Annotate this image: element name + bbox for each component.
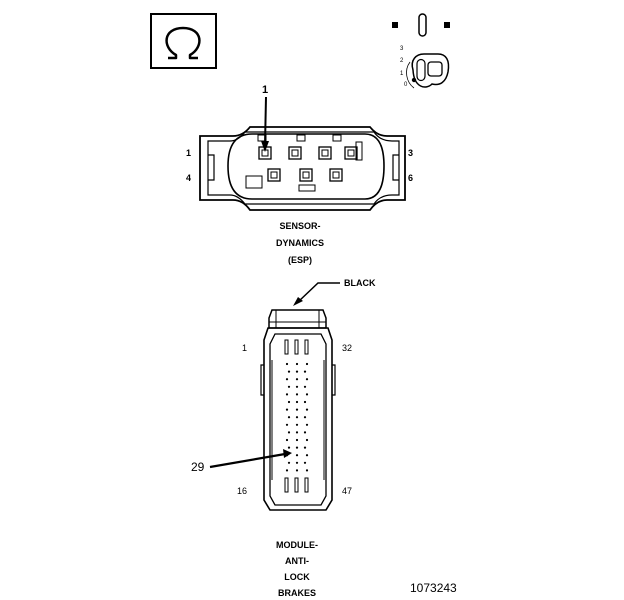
abs-pin-label-top-right: 32: [342, 343, 353, 353]
abs-terminal-dot: [285, 393, 289, 396]
abs-terminal-dot: [305, 408, 309, 411]
esp-terminal: [267, 168, 281, 182]
esp-caption-line: (ESP): [287, 255, 313, 265]
abs-terminal-dot: [295, 393, 299, 396]
abs-terminal-dot: [295, 423, 299, 426]
abs-terminal-dot: [303, 446, 307, 449]
esp-caption-line: SENSOR-: [279, 221, 321, 231]
esp-pin-callout-arrow: [264, 96, 267, 146]
abs-pin-label-bottom-right: 47: [342, 486, 353, 496]
abs-terminal-dot: [295, 416, 299, 419]
esp-terminal: [344, 146, 358, 160]
abs-terminal-dot: [285, 362, 289, 366]
abs-pin-label-top-left: 1: [242, 343, 248, 353]
abs-terminal-grid: [285, 362, 309, 472]
abs-terminal-dot: [287, 431, 291, 434]
esp-callout-pin-number: 1: [262, 84, 269, 96]
abs-terminal-dot: [285, 408, 289, 411]
figure-number: 1073243: [410, 581, 457, 595]
abs-terminal-dot: [303, 461, 307, 464]
abs-terminal-dot: [295, 370, 299, 373]
abs-terminal-dot: [303, 431, 307, 434]
esp-terminal: [318, 146, 332, 160]
ignition-switch-off-icon: [392, 13, 450, 37]
abs-terminal-dot: [305, 423, 309, 426]
esp-connector: [199, 96, 406, 211]
abs-caption-line: MODULE-: [276, 540, 318, 550]
abs-terminal-dot: [305, 438, 309, 442]
abs-terminal-dot: [285, 438, 289, 442]
abs-terminal-dot: [295, 446, 299, 449]
abs-connector: [209, 282, 340, 511]
key-scale-label: 0: [404, 82, 408, 88]
abs-terminal-dot: [295, 400, 299, 404]
abs-terminal-dot: [305, 454, 309, 457]
abs-terminal-dot: [285, 423, 289, 426]
abs-terminal-dot: [303, 370, 307, 373]
abs-terminal-dot: [287, 461, 291, 464]
abs-housing-color-label: BLACK: [344, 278, 376, 288]
abs-terminal-dot: [287, 416, 291, 419]
abs-terminal-dot: [305, 378, 309, 381]
abs-terminal-dot: [295, 454, 299, 457]
abs-terminal-dot: [295, 378, 299, 381]
abs-caption-line: BRAKES: [277, 588, 317, 598]
abs-terminal-dot: [295, 408, 299, 411]
esp-pin-label-bottom-right: 6: [408, 173, 414, 183]
abs-terminal-dot: [303, 385, 307, 388]
abs-terminal-dot: [295, 438, 299, 442]
esp-terminal: [329, 168, 343, 182]
ignition-key-icon: [406, 53, 450, 89]
abs-terminal-dot: [305, 393, 309, 396]
abs-terminal-dot: [295, 469, 299, 472]
abs-terminal-dot: [287, 370, 291, 373]
abs-terminal-dot: [287, 446, 291, 449]
abs-connector-cap: [268, 309, 327, 329]
esp-terminal: [288, 146, 302, 160]
esp-connector-face: [227, 133, 385, 200]
esp-pin-label-bottom-left: 4: [186, 173, 192, 183]
black-housing-leader: [297, 282, 340, 303]
abs-terminal-dot: [295, 385, 299, 388]
abs-pin-callout-arrow: [209, 452, 286, 469]
abs-terminal-dot: [295, 362, 299, 366]
abs-terminal-dot: [305, 362, 309, 366]
abs-terminal-dot: [295, 431, 299, 434]
abs-terminal-dot: [305, 469, 309, 472]
abs-terminal-dot: [287, 400, 291, 404]
abs-connector-body: [263, 327, 333, 511]
abs-pin-label-bottom-left: 16: [237, 486, 248, 496]
abs-callout-pin-number: 29: [191, 460, 205, 474]
abs-terminal-dot: [303, 400, 307, 404]
esp-caption-line: DYNAMICS: [275, 238, 325, 248]
abs-terminal-dot: [285, 469, 289, 472]
abs-terminal-dot: [285, 378, 289, 381]
abs-terminal-dot: [287, 385, 291, 388]
abs-caption-line: LOCK: [284, 572, 310, 582]
abs-terminal-dot: [303, 416, 307, 419]
abs-caption-line: ANTI-: [285, 556, 309, 566]
esp-pin-label-top-left: 1: [186, 148, 192, 158]
esp-pin-label-top-right: 3: [408, 148, 414, 158]
key-scale-label: 1: [400, 71, 404, 77]
esp-terminal: [299, 168, 313, 182]
abs-terminal-dot: [295, 461, 299, 464]
key-scale-label: 3: [400, 46, 404, 52]
ohm-symbol-icon: [150, 13, 217, 69]
key-scale-label: 2: [400, 58, 404, 64]
